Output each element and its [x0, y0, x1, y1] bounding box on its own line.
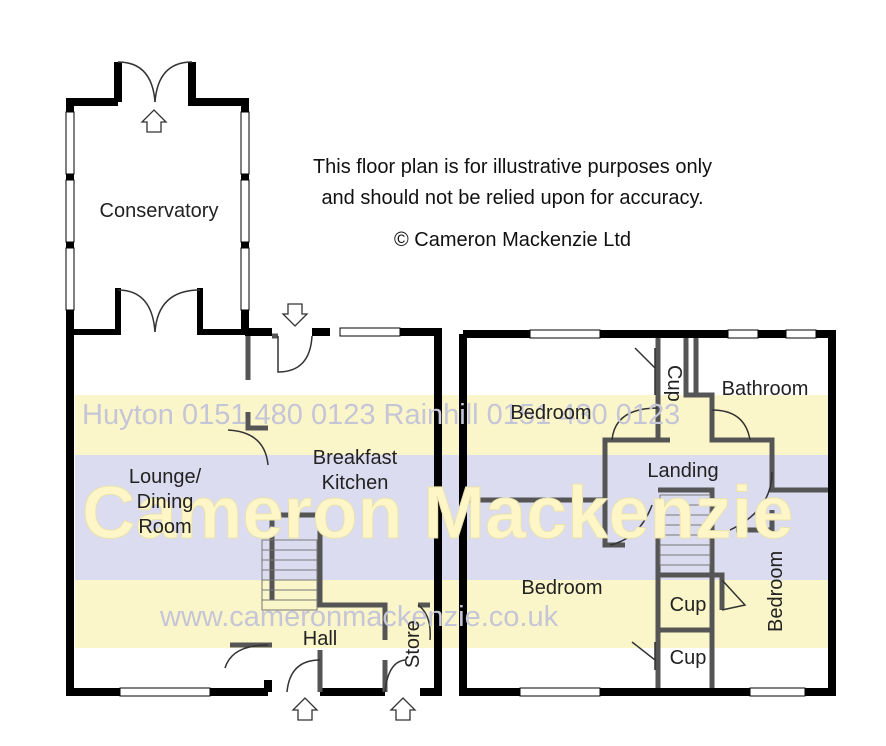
- room-landing: Landing: [647, 460, 718, 482]
- room-cup-mid: Cup: [670, 594, 707, 616]
- store-door-arrow-icon: [389, 697, 417, 721]
- room-bedroom-side: Bedroom: [765, 551, 787, 632]
- watermark-brand: Cameron Mackenzie: [82, 471, 794, 554]
- room-bathroom: Bathroom: [722, 378, 809, 400]
- room-bedroom-top: Bedroom: [510, 402, 591, 424]
- first-floor-stairs: [659, 494, 711, 566]
- disclaimer-line-1: This floor plan is for illustrative purp…: [312, 156, 713, 178]
- first-floor-walls: [459, 330, 836, 696]
- watermark-website: www.cameronmackenzie.co.uk: [159, 601, 559, 633]
- bathroom-window-a: [727, 329, 759, 339]
- ground-stairs: [261, 539, 318, 611]
- room-kitchen-line1: Breakfast: [313, 447, 398, 469]
- room-store: Store: [402, 620, 424, 668]
- room-hall: Hall: [303, 628, 337, 650]
- room-cup-top: Cup: [663, 365, 685, 402]
- entry-arrow-icon: [140, 109, 168, 133]
- side-bedroom-window: [749, 687, 806, 697]
- bedroom-window-top: [529, 329, 601, 339]
- room-kitchen-line2: Kitchen: [322, 472, 389, 494]
- bedroom-window-bottom: [519, 687, 601, 697]
- room-cup-bottom: Cup: [670, 647, 707, 669]
- room-bedroom-main: Bedroom: [521, 577, 602, 599]
- conservatory-door-arcs: [117, 61, 201, 333]
- kitchen-entry-arrow-icon: [281, 303, 309, 327]
- copyright-notice: © Cameron Mackenzie Ltd: [393, 229, 632, 251]
- bathroom-window-b: [785, 329, 817, 339]
- first-floor-door-arcs: [609, 347, 773, 670]
- room-lounge-line2: Dining: [137, 491, 194, 513]
- disclaimer-line-2: and should not be relied upon for accura…: [321, 187, 704, 209]
- room-lounge-line1: Lounge/: [129, 466, 202, 488]
- lounge-window: [119, 687, 211, 697]
- conservatory-walls: [65, 62, 250, 335]
- front-door-arrow-icon: [291, 697, 319, 721]
- ground-door-arcs: [224, 335, 431, 693]
- watermark-offices: Huyton 0151 480 0123 Rainhill 0151 430 0…: [82, 399, 680, 431]
- kitchen-window: [339, 327, 401, 337]
- room-conservatory: Conservatory: [100, 200, 219, 222]
- first-floor-inner-walls: [463, 338, 828, 688]
- room-lounge-line3: Room: [138, 516, 191, 538]
- watermark-bands: [75, 395, 830, 648]
